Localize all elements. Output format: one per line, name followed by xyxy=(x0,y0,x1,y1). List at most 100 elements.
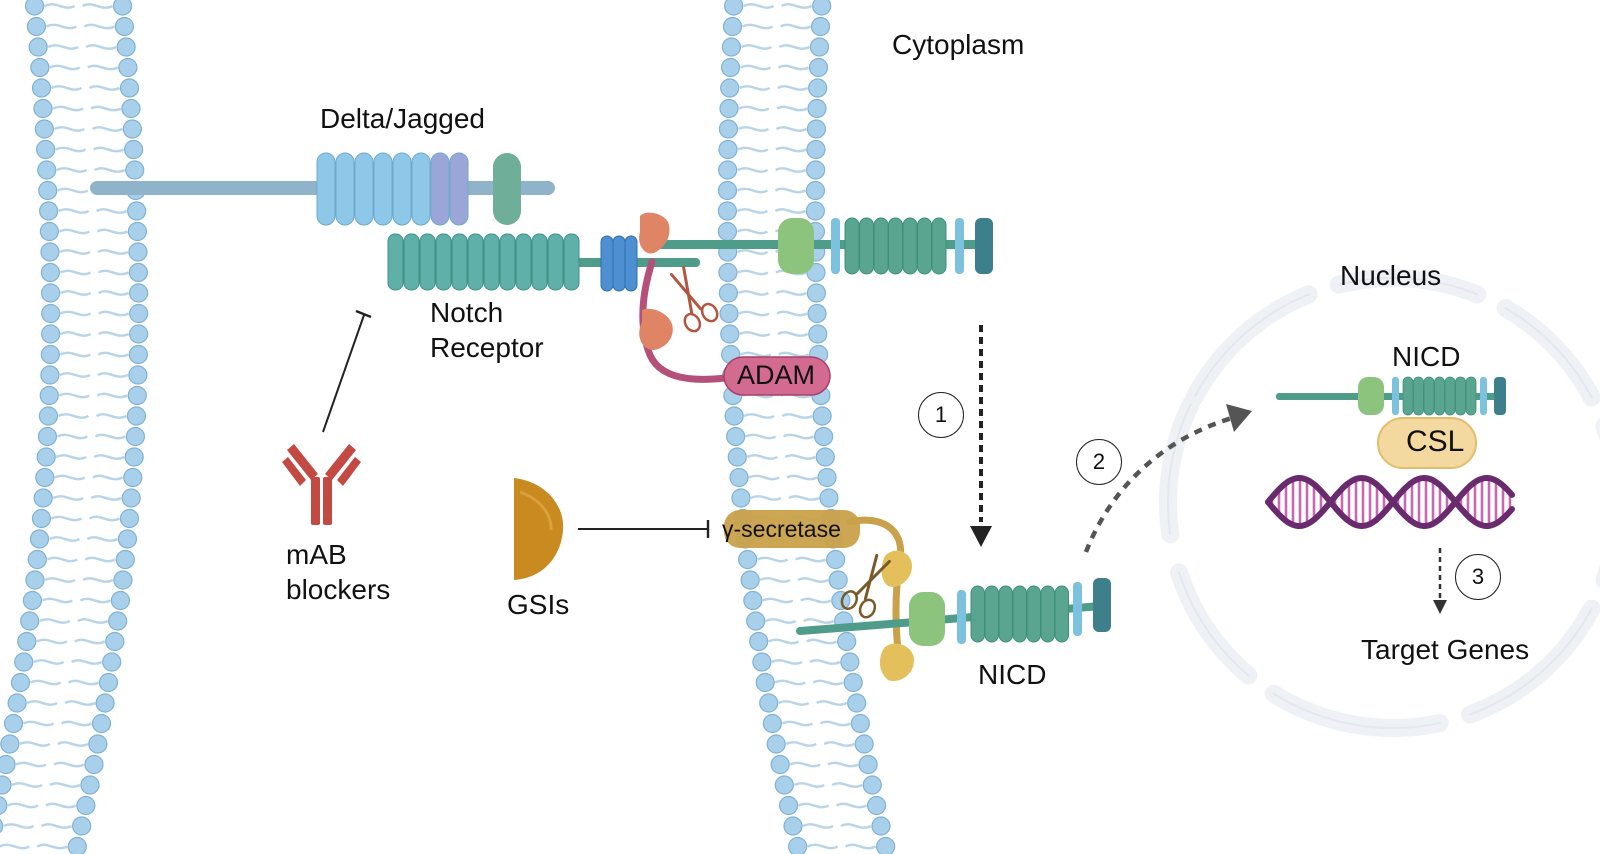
lipid-head xyxy=(114,16,135,37)
lipid-head xyxy=(76,795,96,816)
notch-ankyrin-repeat xyxy=(917,217,932,275)
lipid-head xyxy=(121,98,141,119)
lipid-tails xyxy=(59,249,129,255)
envelope-segment xyxy=(1185,285,1318,407)
lipid-head xyxy=(105,631,125,652)
lipid-tails xyxy=(52,495,122,501)
scissor-handle xyxy=(840,590,858,611)
lipid-tails xyxy=(33,659,103,665)
lipid-head xyxy=(0,775,12,795)
lipid-tails xyxy=(765,618,835,624)
adam-label: ADAM xyxy=(737,360,816,390)
lipid-head xyxy=(840,652,860,672)
csl-protein xyxy=(1377,417,1477,469)
scissors-icons xyxy=(670,266,891,619)
lipid-head xyxy=(876,836,896,854)
lipid-head xyxy=(759,693,779,713)
lipid-head xyxy=(125,160,145,180)
lipid-tails xyxy=(807,843,877,850)
arrow-step-2-head xyxy=(1226,404,1252,432)
lipid-tails xyxy=(737,146,807,153)
lipid-tails xyxy=(59,269,129,276)
nicd-label: NICD xyxy=(978,659,1047,690)
lipid-head xyxy=(726,426,746,447)
lipid-tails xyxy=(748,474,818,481)
ligand-egf-repeat xyxy=(316,152,336,226)
lipid-head xyxy=(35,467,55,488)
lipid-head xyxy=(127,201,147,221)
lipid-head xyxy=(38,406,59,426)
notch-egf-repeat xyxy=(419,233,436,291)
lipid-tails xyxy=(60,331,130,337)
lipid-head xyxy=(124,447,144,467)
lipid-head xyxy=(729,467,749,488)
notch-pest-domain xyxy=(975,218,993,274)
lipid-head xyxy=(0,818,4,834)
gamma-lobe-top xyxy=(881,550,912,587)
envelope-edge xyxy=(1193,293,1310,399)
lipid-head xyxy=(774,775,794,795)
lipid-tails xyxy=(739,85,809,91)
lipid-tails xyxy=(778,700,848,706)
notch-ankyrin-repeat xyxy=(859,217,874,275)
lipid-head xyxy=(10,672,31,693)
notch-egf-repeat xyxy=(531,233,548,291)
lipid-head xyxy=(7,693,27,713)
lipid-head xyxy=(719,303,739,324)
nicd-pest-domain xyxy=(1093,578,1111,632)
scissor-handle xyxy=(683,312,702,333)
lipid-tails xyxy=(738,310,808,317)
lipid-head xyxy=(119,78,140,98)
lipid-head xyxy=(102,652,122,672)
scissor-handle xyxy=(858,598,877,619)
lipid-head xyxy=(39,201,59,221)
antibody-arm-left-outer xyxy=(282,457,306,486)
nicd-nuclear-stripe xyxy=(1392,377,1399,415)
lipid-head xyxy=(39,221,59,242)
antibody-arm-right-inner xyxy=(325,444,356,480)
arrow-step-1-head xyxy=(970,526,992,547)
lipid-tails xyxy=(54,474,124,481)
lipid-head xyxy=(806,283,827,303)
dna-strand xyxy=(1265,474,1515,530)
lipid-head xyxy=(783,816,803,836)
notch-egf-repeat xyxy=(403,233,420,291)
lipid-tails xyxy=(743,3,813,9)
envelope-edge xyxy=(1337,277,1479,296)
lipid-head xyxy=(124,139,144,160)
pathway-arrows xyxy=(970,325,1447,614)
lipid-tails xyxy=(53,126,123,132)
scissor-blade xyxy=(670,273,702,311)
antibody-arm-right-outer xyxy=(337,457,361,486)
lipid-head xyxy=(720,57,741,78)
lipid-tails xyxy=(47,44,117,50)
gamma-secretase-label: γ-secretase xyxy=(722,516,841,542)
lipid-tails xyxy=(26,700,96,706)
lipid-head xyxy=(72,816,92,836)
lipid-tails xyxy=(793,782,863,788)
lipid-head xyxy=(113,570,133,590)
lipid-head xyxy=(719,98,739,119)
notch-egf-repeat xyxy=(387,233,404,291)
notch-lnr-repeat xyxy=(600,235,614,292)
lipid-tails xyxy=(22,720,93,727)
lipid-head xyxy=(826,549,846,570)
nicd-nuclear-repeat xyxy=(1455,376,1466,416)
lipid-tails xyxy=(736,208,806,214)
lipid-head xyxy=(115,549,135,570)
lipid-tails xyxy=(798,802,868,809)
notch-ankyrin-repeat xyxy=(931,217,947,275)
lipid-tails xyxy=(11,782,81,788)
lipid-head xyxy=(41,283,61,303)
lipid-head xyxy=(37,160,57,180)
step-1-badge: 1 xyxy=(918,392,964,438)
nicd-nuclear-repeat xyxy=(1413,376,1424,416)
lipid-head xyxy=(850,713,870,734)
lipid-tails xyxy=(771,659,841,665)
lipid-head xyxy=(22,590,43,611)
lipid-tails xyxy=(789,761,859,768)
lipid-head xyxy=(30,57,50,78)
lipid-head xyxy=(31,78,52,98)
lipid-tails xyxy=(740,351,810,358)
lipid-head xyxy=(41,324,61,344)
